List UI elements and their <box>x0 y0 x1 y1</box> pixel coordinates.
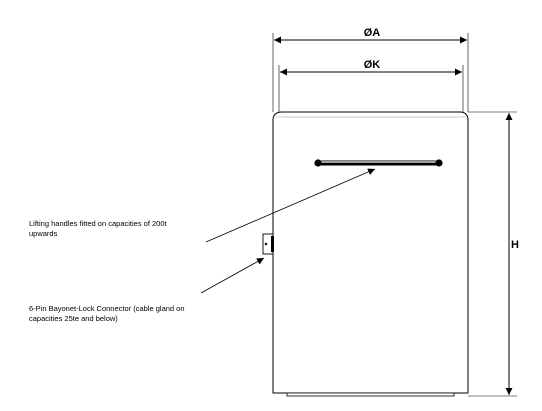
connector <box>262 233 274 255</box>
connector-note: 6-Pin Bayonet-Lock Connector (cable glan… <box>29 304 187 323</box>
dimension-h-label: H <box>511 239 519 251</box>
connector-note-line-1: 6-Pin Bayonet-Lock Connector (cable glan… <box>29 304 185 313</box>
body-outline <box>272 111 469 394</box>
dimension-a-label: ØA <box>364 27 381 39</box>
lifting-handle-end-left <box>314 159 322 167</box>
lifting-handle <box>314 159 443 167</box>
connector-pin <box>264 242 268 246</box>
load-cell-body <box>272 111 469 397</box>
lifting-handles-note-line-1: Lifting handles fitted on capacities of … <box>29 219 168 228</box>
connector-flange <box>271 236 274 252</box>
body-base-foot <box>286 392 455 397</box>
lifting-handle-end-right <box>435 159 443 167</box>
dimension-k: ØK <box>278 59 464 112</box>
dimension-k-label: ØK <box>364 59 381 71</box>
dimension-a: ØA <box>272 27 469 112</box>
dimension-h: H <box>468 111 519 397</box>
lifting-handles-note: Lifting handles fitted on capacities of … <box>29 219 169 238</box>
lifting-handle-leader <box>205 168 376 243</box>
connector-leader <box>200 257 265 294</box>
lifting-handles-note-line-2: upwards <box>29 229 58 238</box>
connector-note-line-2: capacities 25te and below) <box>29 314 118 323</box>
